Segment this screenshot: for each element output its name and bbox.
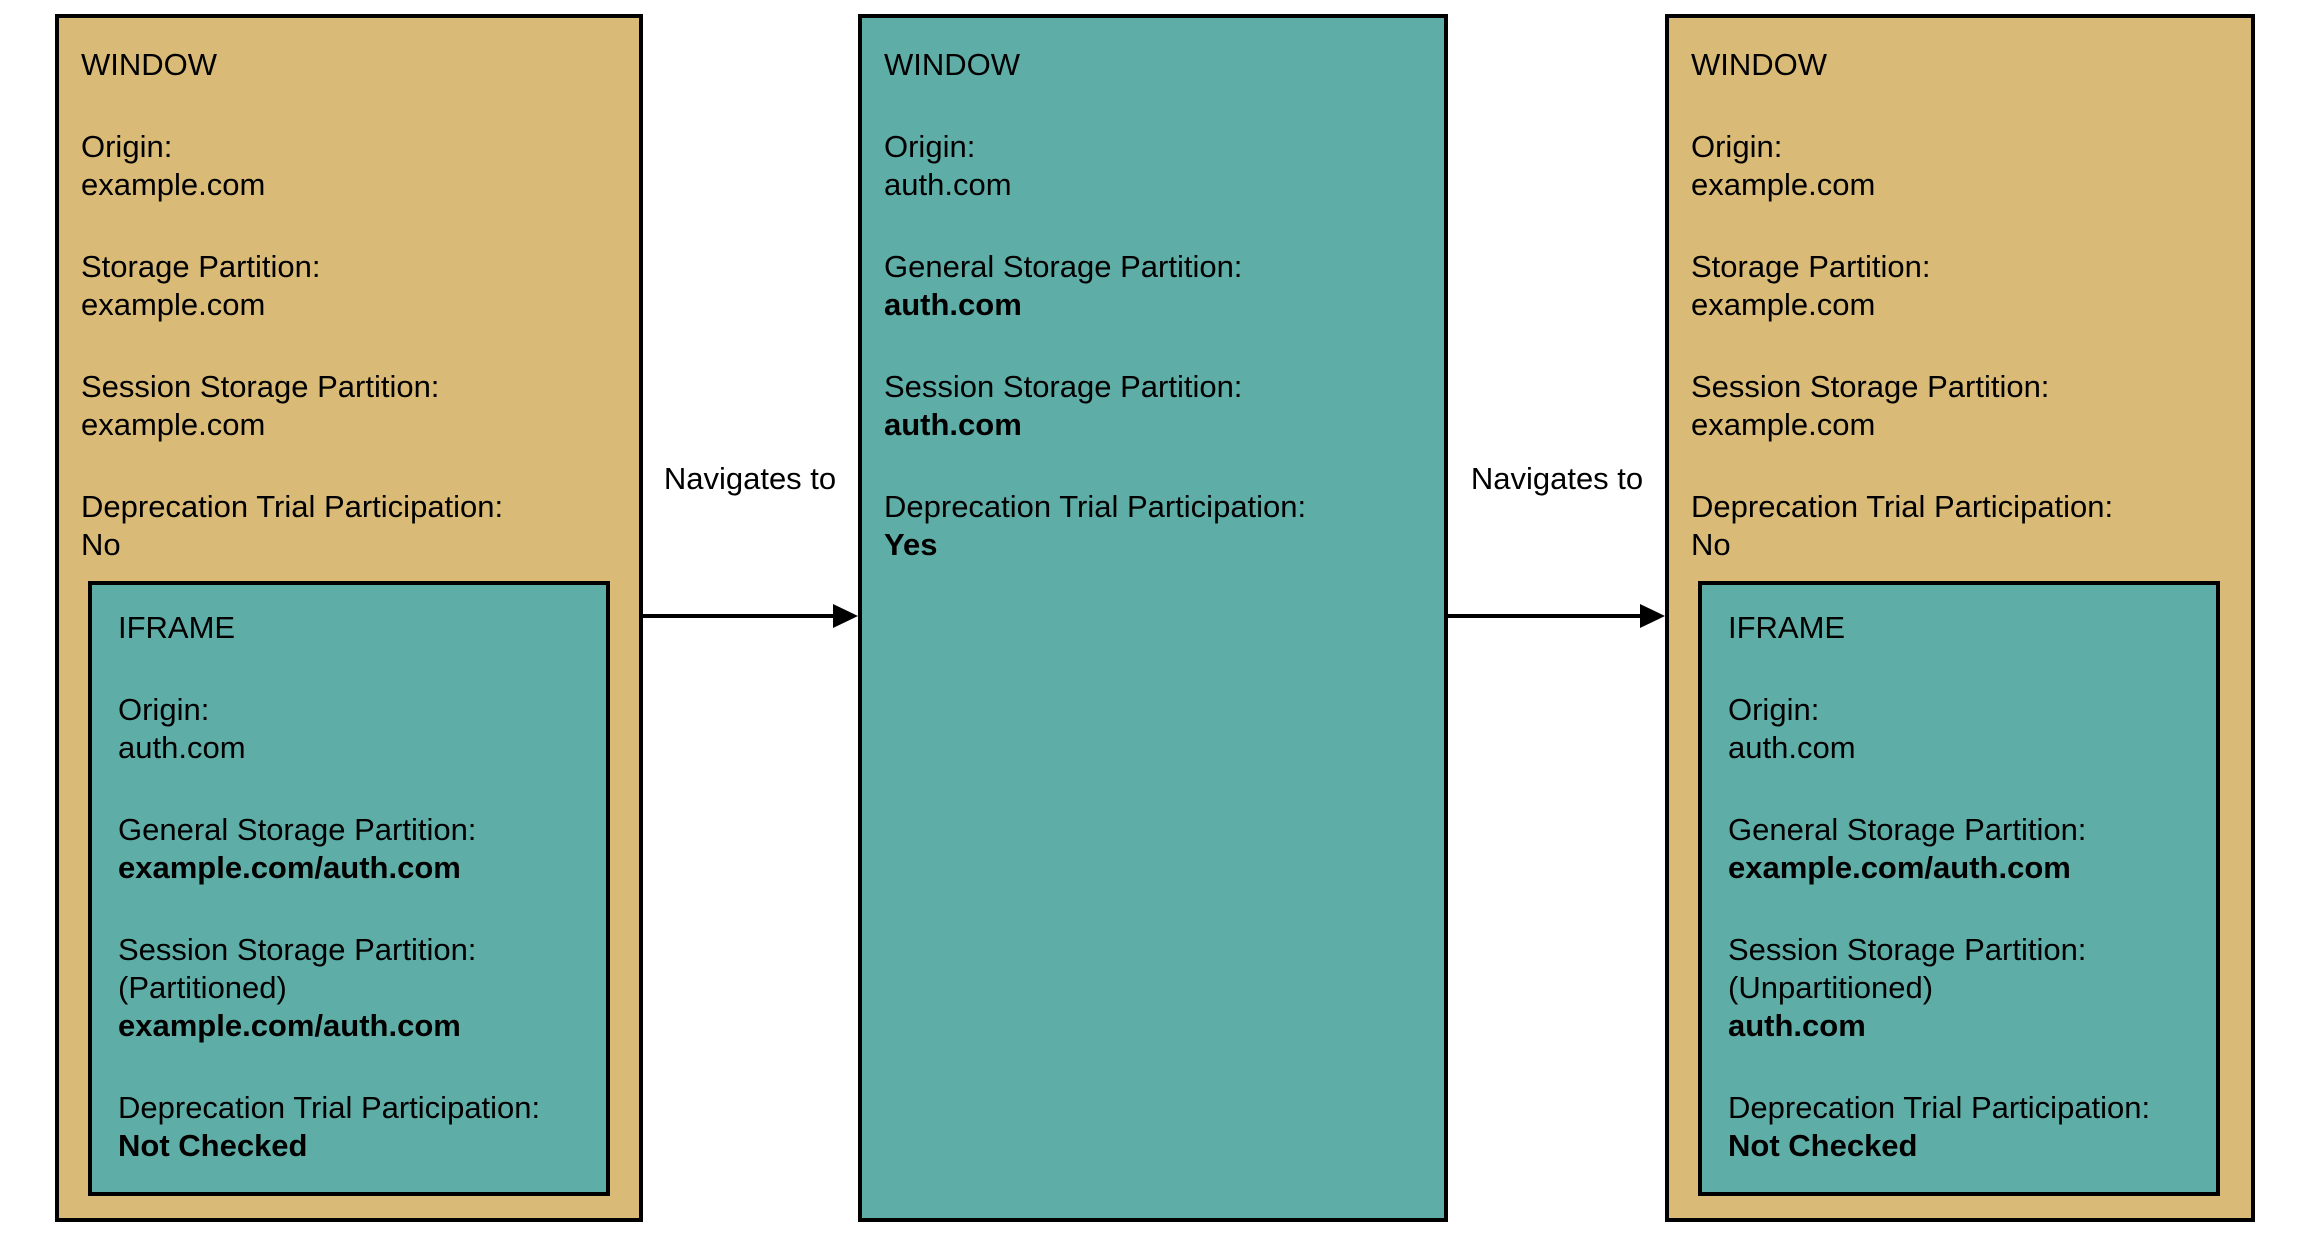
field-value: example.com/auth.com [118,1008,461,1043]
field-value: example.com [1691,167,1876,202]
field-value: auth.com [884,287,1022,322]
field-label: Origin: [884,129,976,164]
connector-label-1: Navigates to [663,461,837,496]
field-session-storage-partition: Session Storage Partition: example.com [1691,368,2231,444]
field-origin: Origin: example.com [1691,128,2231,204]
field-label: Session Storage Partition: [118,932,477,967]
field-label: Deprecation Trial Participation: [1728,1090,2151,1125]
field-label: Deprecation Trial Participation: [1691,489,2114,524]
field-label: Deprecation Trial Participation: [884,489,1307,524]
arrow-right-icon [1448,604,1665,628]
field-origin: Origin: auth.com [884,128,1424,204]
window-box-right: WINDOW Origin: example.com Storage Parti… [1665,14,2255,1222]
field-general-storage-partition: General Storage Partition: example.com/a… [1728,811,2198,887]
field-value: auth.com [884,167,1012,202]
field-label: Deprecation Trial Participation: [81,489,504,524]
field-session-storage-partition: Session Storage Partition: example.com [81,368,619,444]
field-value: auth.com [884,407,1022,442]
field-label: Origin: [118,692,210,727]
field-deprecation-trial: Deprecation Trial Participation: No [81,488,619,564]
field-value: Not Checked [118,1128,308,1163]
field-origin: Origin: auth.com [1728,691,2198,767]
field-value: example.com [81,287,266,322]
field-value: example.com [1691,407,1876,442]
field-label: General Storage Partition: [118,812,477,847]
field-label: Deprecation Trial Participation: [118,1090,541,1125]
field-value: example.com/auth.com [1728,850,2071,885]
iframe-title: IFRAME [118,610,236,645]
window-title: WINDOW [1691,47,1828,82]
field-general-storage-partition: General Storage Partition: example.com/a… [118,811,588,887]
field-label: Storage Partition: [81,249,321,284]
field-origin: Origin: auth.com [118,691,588,767]
window-title: WINDOW [884,47,1021,82]
field-storage-partition: Storage Partition: example.com [81,248,619,324]
field-value: No [1691,527,1731,562]
field-deprecation-trial: Deprecation Trial Participation: No [1691,488,2231,564]
field-deprecation-trial: Deprecation Trial Participation: Not Che… [1728,1089,2198,1165]
field-label: Origin: [1728,692,1820,727]
field-note: (Unpartitioned) [1728,970,1934,1005]
field-value: Yes [884,527,938,562]
field-value: auth.com [118,730,246,765]
field-session-storage-partition: Session Storage Partition: (Partitioned)… [118,931,588,1045]
field-label: Origin: [1691,129,1783,164]
field-label: General Storage Partition: [1728,812,2087,847]
field-label: Storage Partition: [1691,249,1931,284]
arrow-right-icon [643,604,858,628]
field-origin: Origin: example.com [81,128,619,204]
field-value: example.com [81,167,266,202]
connector-label-2: Navigates to [1470,461,1644,496]
window-box-middle: WINDOW Origin: auth.com General Storage … [858,14,1448,1222]
field-note: (Partitioned) [118,970,287,1005]
window-title: WINDOW [81,47,218,82]
field-value: Not Checked [1728,1128,1918,1163]
iframe-box-right: IFRAME Origin: auth.com General Storage … [1698,581,2220,1196]
field-deprecation-trial: Deprecation Trial Participation: Not Che… [118,1089,588,1165]
iframe-box-left: IFRAME Origin: auth.com General Storage … [88,581,610,1196]
field-general-storage-partition: General Storage Partition: auth.com [884,248,1424,324]
field-value: example.com [81,407,266,442]
field-label: Session Storage Partition: [1728,932,2087,967]
field-session-storage-partition: Session Storage Partition: auth.com [884,368,1424,444]
field-label: Session Storage Partition: [81,369,440,404]
window-box-left: WINDOW Origin: example.com Storage Parti… [55,14,643,1222]
field-value: example.com [1691,287,1876,322]
field-value: example.com/auth.com [118,850,461,885]
field-value: auth.com [1728,1008,1866,1043]
field-value: auth.com [1728,730,1856,765]
field-label: Session Storage Partition: [884,369,1243,404]
field-label: Session Storage Partition: [1691,369,2050,404]
iframe-title: IFRAME [1728,610,1846,645]
field-storage-partition: Storage Partition: example.com [1691,248,2231,324]
field-session-storage-partition: Session Storage Partition: (Unpartitione… [1728,931,2198,1045]
field-label: Origin: [81,129,173,164]
field-label: General Storage Partition: [884,249,1243,284]
field-value: No [81,527,121,562]
field-deprecation-trial: Deprecation Trial Participation: Yes [884,488,1424,564]
